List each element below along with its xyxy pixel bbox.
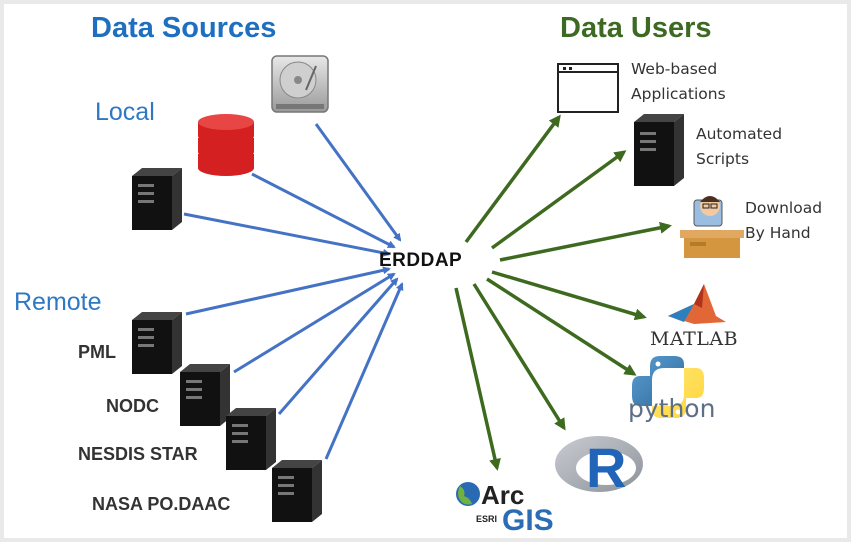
python-wordmark: python bbox=[628, 394, 716, 423]
arrow-download bbox=[499, 221, 672, 262]
remote-label: Remote bbox=[14, 288, 102, 316]
web-apps-label: Web-based Applications bbox=[631, 57, 726, 107]
arrow-pml bbox=[185, 266, 391, 316]
arrow-python bbox=[486, 277, 637, 376]
server-icon bbox=[226, 408, 276, 470]
python-logo-icon bbox=[632, 356, 704, 418]
arrow-arcgis bbox=[454, 287, 501, 471]
browser-window-icon bbox=[557, 63, 619, 113]
local-label: Local bbox=[95, 98, 155, 126]
arrow-r bbox=[472, 283, 566, 431]
server-icon bbox=[132, 312, 182, 374]
person-at-desk-icon bbox=[680, 196, 744, 258]
r-logo-icon bbox=[555, 436, 643, 492]
esri-wordmark: ESRI bbox=[476, 514, 498, 524]
download-label-line: Download bbox=[745, 199, 823, 217]
flow-diagram bbox=[132, 55, 744, 522]
arrow-scripts bbox=[490, 150, 627, 250]
web-apps-label-line: Applications bbox=[631, 85, 726, 103]
arrow-nasa bbox=[324, 282, 404, 460]
download-label-line: By Hand bbox=[745, 224, 811, 242]
arrow-nodc bbox=[233, 272, 396, 374]
r-wordmark: R bbox=[586, 436, 627, 499]
data-sources-heading: Data Sources bbox=[91, 12, 277, 44]
remote-source-label: NODC bbox=[106, 396, 159, 416]
diagram-slide: Data Sources Data Users Local Remote ERD… bbox=[4, 4, 847, 538]
arrow-nesdis bbox=[277, 277, 399, 415]
scripts-label-line: Automated bbox=[696, 125, 783, 143]
scripts-label-line: Scripts bbox=[696, 150, 750, 168]
user-arrows bbox=[454, 114, 672, 471]
arcgis-gis-wordmark: GIS bbox=[502, 504, 554, 537]
remote-source-label: PML bbox=[78, 342, 116, 362]
remote-source-label: NESDIS STAR bbox=[78, 444, 198, 464]
erddap-hub: ERDDAP bbox=[379, 250, 463, 271]
server-icon bbox=[634, 114, 684, 186]
matlab-wordmark: MATLAB bbox=[650, 328, 739, 350]
server-icon bbox=[272, 460, 322, 522]
arrow-database bbox=[251, 172, 396, 249]
arrow-web-apps bbox=[464, 114, 561, 244]
server-icons bbox=[132, 114, 684, 522]
arrow-matlab bbox=[491, 270, 647, 321]
source-arrows bbox=[183, 123, 404, 460]
scripts-label: Automated Scripts bbox=[696, 122, 782, 172]
arcgis-globe-icon bbox=[456, 482, 480, 506]
database-icon bbox=[198, 114, 254, 176]
download-label: Download By Hand bbox=[745, 196, 822, 246]
arrow-harddisk bbox=[314, 123, 402, 242]
web-apps-label-line: Web-based bbox=[631, 60, 718, 78]
remote-source-label: NASA PO.DAAC bbox=[92, 494, 231, 514]
arrow-local-server bbox=[183, 212, 391, 257]
hard-disk-icon bbox=[271, 55, 329, 113]
arcgis-arc-wordmark: Arc bbox=[481, 480, 525, 510]
matlab-logo-icon bbox=[668, 284, 726, 324]
server-icon bbox=[180, 364, 230, 426]
data-users-heading: Data Users bbox=[560, 12, 712, 44]
server-icon bbox=[132, 168, 182, 230]
